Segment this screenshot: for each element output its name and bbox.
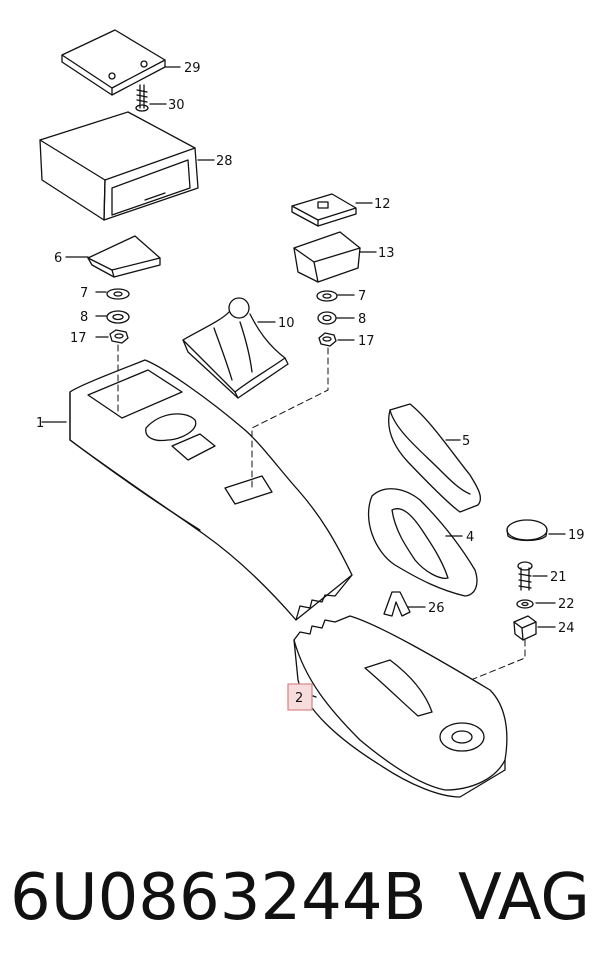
part-8-washer-left — [95, 310, 130, 324]
callout-8-right[interactable]: 8 — [358, 312, 366, 327]
callout-22[interactable]: 22 — [558, 597, 575, 612]
part-7-washer-right — [316, 290, 355, 302]
callout-7-right[interactable]: 7 — [358, 289, 366, 304]
part-1-center-console — [41, 359, 353, 621]
selected-part-highlight — [287, 683, 313, 711]
part-28-storage-box — [39, 111, 215, 221]
callout-6[interactable]: 6 — [54, 251, 62, 266]
part-17-nut-right — [318, 332, 355, 347]
callout-4[interactable]: 4 — [466, 530, 474, 545]
part-7-washer-left — [95, 288, 130, 300]
part-29-cover-plate — [61, 29, 181, 96]
part-footer: 6U0863244B VAG — [10, 848, 590, 948]
part-4-bezel — [367, 488, 478, 597]
callout-10[interactable]: 10 — [278, 316, 295, 331]
callout-7-left[interactable]: 7 — [80, 286, 88, 301]
exploded-parts-diagram: 29 30 28 6 7 8 17 1 12 13 7 8 17 10 5 4 … — [36, 29, 585, 798]
callout-numbers: 29 30 28 6 7 8 17 1 12 13 7 8 17 10 5 4 … — [36, 61, 585, 706]
callout-17-left[interactable]: 17 — [70, 331, 87, 346]
part-22-washer — [516, 599, 556, 609]
part-17-nut-left — [95, 329, 129, 344]
part-8-washer-right — [317, 311, 355, 325]
callout-26[interactable]: 26 — [428, 601, 445, 616]
part-13-tray — [293, 231, 377, 283]
callout-21[interactable]: 21 — [550, 570, 567, 585]
callout-2[interactable]: 2 — [295, 691, 303, 706]
part-10-shift-boot — [182, 297, 289, 399]
callout-13[interactable]: 13 — [378, 246, 395, 261]
part-21-screw — [517, 561, 548, 591]
part-6-cap — [65, 235, 161, 278]
callout-12[interactable]: 12 — [374, 197, 391, 212]
callout-28[interactable]: 28 — [216, 154, 233, 169]
callout-29[interactable]: 29 — [184, 61, 201, 76]
part-5-cover — [388, 403, 482, 513]
callout-1[interactable]: 1 — [36, 416, 44, 431]
brand-label: VAG — [458, 861, 590, 935]
part-30-screw — [135, 84, 167, 112]
callout-17-right[interactable]: 17 — [358, 334, 375, 349]
callout-8-left[interactable]: 8 — [80, 310, 88, 325]
callout-5[interactable]: 5 — [462, 434, 470, 449]
part-24-clip-nut — [513, 615, 556, 641]
part-2-rear-console — [293, 615, 508, 798]
part-26-clip — [383, 591, 426, 617]
part-19-round-cap — [506, 519, 566, 542]
callout-30[interactable]: 30 — [168, 98, 185, 113]
part-12-switch-panel — [291, 193, 373, 227]
callout-19[interactable]: 19 — [568, 528, 585, 543]
part-number: 6U0863244B — [10, 861, 427, 935]
callout-24[interactable]: 24 — [558, 621, 575, 636]
